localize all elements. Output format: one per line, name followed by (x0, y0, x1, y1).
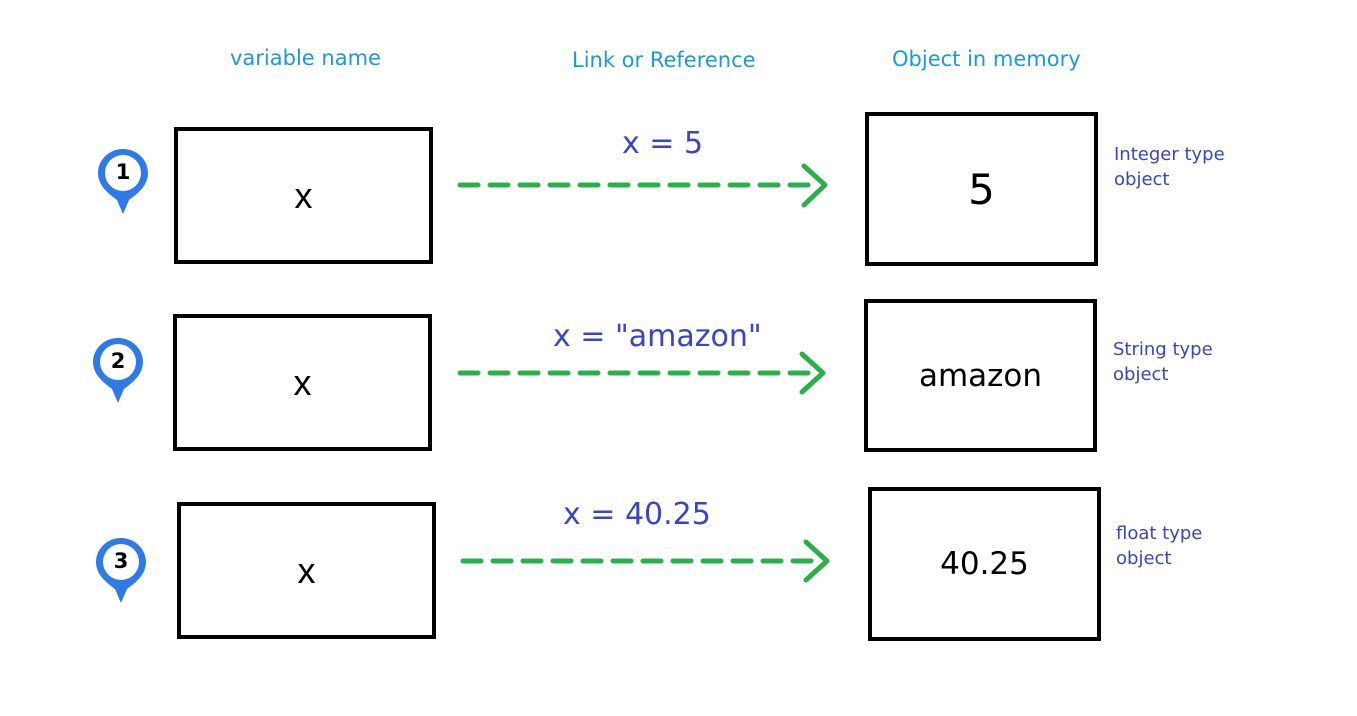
arrow-right-icon (457, 351, 826, 395)
assignment-statement: x = 5 (622, 126, 704, 161)
variable-name: x (293, 361, 312, 403)
type-line: object (1114, 169, 1170, 190)
arrow-right-icon (460, 539, 830, 583)
object-value: 40.25 (940, 546, 1029, 582)
object-value: 5 (968, 164, 995, 214)
step-number: 3 (113, 549, 129, 573)
assignment-statement: x = "amazon" (553, 319, 762, 354)
map-pin-icon: 1 (95, 146, 151, 218)
type-line: float type (1116, 523, 1203, 544)
object-value: amazon (918, 357, 1043, 394)
assignment-statement: x = 40.25 (563, 497, 711, 532)
object-box: 40.25 (868, 487, 1101, 641)
header-variable-name: variable name (230, 46, 381, 70)
map-pin-icon: 2 (90, 335, 146, 407)
variable-box: x (173, 314, 432, 451)
variable-name: x (297, 549, 316, 591)
step-number: 1 (115, 160, 131, 184)
arrow-right-icon (457, 163, 828, 208)
header-link-or-reference: Link or Reference (572, 48, 756, 72)
variable-box: x (177, 502, 436, 639)
map-pin-icon: 3 (93, 535, 149, 607)
step-number: 2 (110, 349, 126, 373)
object-type-label: Integer type object (1114, 142, 1225, 192)
variable-box: x (174, 127, 433, 264)
object-box: amazon (864, 299, 1097, 452)
type-line: String type (1113, 339, 1213, 360)
variable-name: x (294, 174, 313, 216)
object-type-label: float type object (1116, 521, 1202, 571)
type-line: object (1116, 548, 1172, 569)
type-line: object (1113, 364, 1169, 385)
object-type-label: String type object (1113, 337, 1213, 387)
type-line: Integer type (1114, 144, 1225, 165)
header-object-in-memory: Object in memory (892, 47, 1081, 71)
object-box: 5 (865, 112, 1098, 266)
